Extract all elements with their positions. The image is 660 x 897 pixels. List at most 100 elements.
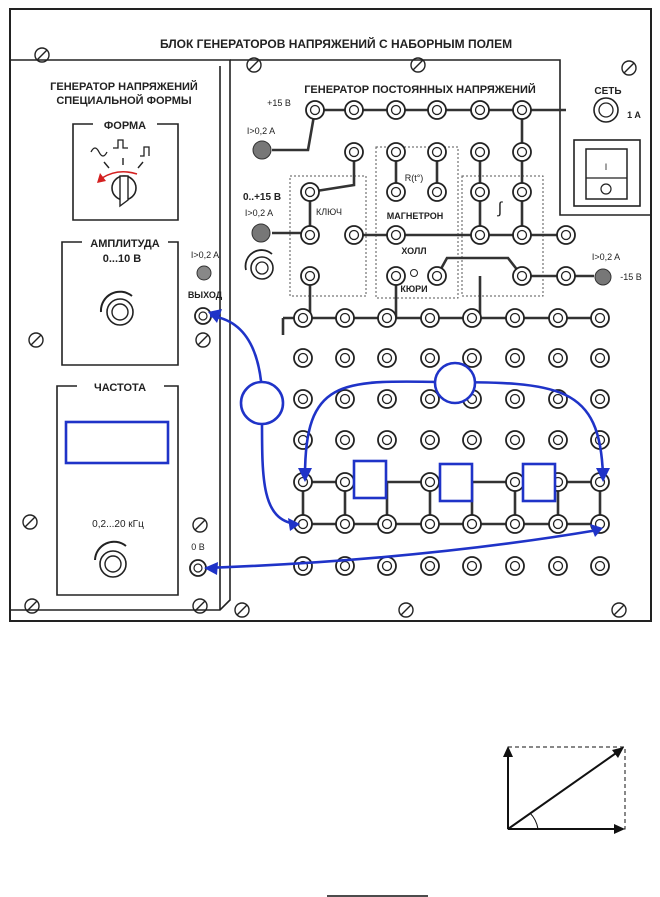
socket[interactable] [462,514,482,534]
arrow-down-right [596,468,610,482]
socket[interactable] [512,266,532,286]
socket[interactable] [386,266,406,286]
breadboard-components [352,459,557,503]
socket[interactable] [505,308,525,328]
socket[interactable] [377,514,397,534]
socket[interactable] [377,430,397,450]
socket-grid [293,100,610,576]
left-module-title-1: ГЕНЕРАТОР НАПРЯЖЕНИЙ [50,80,198,93]
socket[interactable] [512,182,532,202]
socket[interactable] [462,556,482,576]
socket[interactable] [420,514,440,534]
socket[interactable] [335,430,355,450]
socket[interactable] [427,142,447,162]
socket[interactable] [505,389,525,409]
rotation-arrow-icon [101,170,138,179]
socket[interactable] [386,225,406,245]
voltage-adjust-knob[interactable] [244,249,274,280]
socket[interactable] [548,308,568,328]
socket[interactable] [335,348,355,368]
amplitude-knob[interactable] [99,290,134,326]
amplituda-range: 0...10 В [103,253,142,265]
socket[interactable] [470,182,490,202]
socket[interactable] [420,389,440,409]
arrow-to-output [208,309,222,323]
integral-label: ∫ [497,200,504,217]
socket[interactable] [505,430,525,450]
socket[interactable] [462,348,482,368]
socket[interactable] [305,100,325,120]
socket[interactable] [293,348,313,368]
socket[interactable] [512,225,532,245]
socket[interactable] [335,308,355,328]
fuse-holder[interactable] [593,97,619,123]
output-socket[interactable] [194,307,212,325]
socket[interactable] [300,225,320,245]
socket[interactable] [590,389,610,409]
socket[interactable] [420,472,440,492]
socket[interactable] [344,100,364,120]
socket[interactable] [420,348,440,368]
socket[interactable] [512,142,532,162]
socket[interactable] [556,266,576,286]
screw-icon [234,602,250,618]
socket[interactable] [420,556,440,576]
socket[interactable] [427,266,447,286]
magnetron-label: МАГНЕТРОН [387,211,443,221]
plus15-label: +15 В [267,98,291,108]
socket[interactable] [300,266,320,286]
panel-title: БЛОК ГЕНЕРАТОРОВ НАПРЯЖЕНИЙ С НАБОРНЫМ П… [160,36,512,51]
socket[interactable] [590,308,610,328]
socket[interactable] [335,514,355,534]
socket[interactable] [590,348,610,368]
minus15-lamp [594,268,612,286]
socket[interactable] [344,225,364,245]
amplituda-box: АМПЛИТУДА 0...10 В [61,238,179,366]
socket[interactable] [386,182,406,202]
socket[interactable] [470,225,490,245]
socket[interactable] [505,472,525,492]
socket[interactable] [512,100,532,120]
frequency-knob[interactable] [94,540,127,578]
socket[interactable] [344,142,364,162]
power-switch[interactable]: I [573,139,641,207]
socket[interactable] [293,514,313,534]
socket[interactable] [505,514,525,534]
socket[interactable] [462,430,482,450]
socket[interactable] [427,182,447,202]
hall-label: ХОЛЛ [401,246,426,256]
socket[interactable] [293,556,313,576]
socket[interactable] [420,308,440,328]
socket[interactable] [556,225,576,245]
socket[interactable] [470,142,490,162]
socket[interactable] [548,556,568,576]
set-label: СЕТЬ [594,86,621,97]
socket[interactable] [335,472,355,492]
zero-volt-socket[interactable] [189,559,207,577]
socket[interactable] [470,100,490,120]
socket[interactable] [293,308,313,328]
socket[interactable] [505,348,525,368]
socket[interactable] [293,389,313,409]
socket[interactable] [386,100,406,120]
socket[interactable] [548,430,568,450]
socket[interactable] [377,348,397,368]
socket[interactable] [386,142,406,162]
socket[interactable] [548,348,568,368]
socket[interactable] [300,182,320,202]
socket[interactable] [420,430,440,450]
screw-icon [621,60,637,76]
form-selector-knob[interactable] [111,175,137,208]
socket[interactable] [505,556,525,576]
socket[interactable] [335,389,355,409]
socket[interactable] [462,308,482,328]
screw-icon [34,47,50,63]
socket[interactable] [427,100,447,120]
socket[interactable] [377,308,397,328]
socket[interactable] [548,514,568,534]
socket[interactable] [377,556,397,576]
key-label: КЛЮЧ [316,207,342,217]
socket[interactable] [377,389,397,409]
socket[interactable] [590,556,610,576]
screw-icon [246,57,262,73]
